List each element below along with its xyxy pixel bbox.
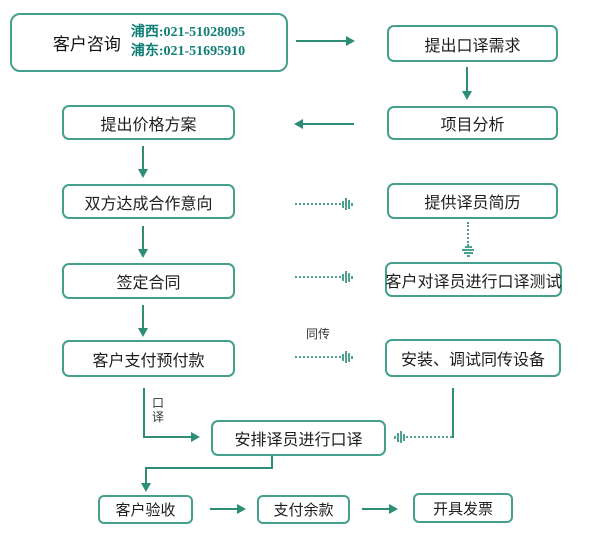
- node-price-proposal: 提出价格方案: [62, 105, 235, 140]
- node-pay-balance: 支付余款: [257, 495, 350, 524]
- arrow-head-down-icon: [138, 169, 148, 178]
- consult-label: 客户咨询: [52, 35, 121, 54]
- arrow-head-down-icon: [462, 91, 472, 100]
- node-arrange-interpreting: 安排译员进行口译: [211, 420, 386, 456]
- node-provide-resume: 提供译员简历: [387, 183, 558, 219]
- phone-numbers: 浦西:021-51028095 浦东:021-51695910: [131, 24, 245, 60]
- arrow-head-left-icon: [294, 119, 303, 129]
- dotted-arrow-head-right-icon: [342, 271, 353, 283]
- arrow-head-right-icon: [346, 36, 355, 46]
- arrow-head-down-icon: [141, 483, 151, 492]
- label-simultaneous-interpreting: 同传: [306, 327, 331, 341]
- node-project-analysis: 项目分析: [387, 106, 558, 140]
- label-consecutive-interpreting: 口译: [151, 396, 164, 424]
- dotted-arrow-head-down-icon: [462, 246, 474, 257]
- node-cooperation-intent: 双方达成合作意向: [62, 184, 235, 219]
- node-customer-consult: 客户咨询 浦西:021-51028095 浦东:021-51695910: [10, 13, 288, 72]
- node-issue-invoice: 开具发票: [413, 493, 513, 523]
- dotted-arrow-head-right-icon: [342, 351, 353, 363]
- arrow-head-right-icon: [237, 504, 246, 514]
- node-prepayment: 客户支付预付款: [62, 340, 235, 377]
- arrow-head-right-icon: [191, 432, 200, 442]
- node-customer-acceptance: 客户验收: [98, 495, 193, 524]
- arrow-head-down-icon: [138, 249, 148, 258]
- node-interpreter-test: 客户对译员进行口译测试: [385, 262, 562, 297]
- arrow-head-right-icon: [389, 504, 398, 514]
- phone-pudong: 浦东:021-51695910: [130, 43, 246, 59]
- node-sign-contract: 签定合同: [62, 263, 235, 299]
- node-install-equipment: 安装、调试同传设备: [385, 339, 561, 377]
- arrow-head-down-icon: [138, 328, 148, 337]
- dotted-arrow-head-right-icon: [342, 198, 353, 210]
- phone-puxi: 浦西:021-51028095: [130, 25, 246, 41]
- node-interpretation-need: 提出口译需求: [387, 25, 558, 62]
- dotted-arrow-head-left-icon: [394, 431, 405, 443]
